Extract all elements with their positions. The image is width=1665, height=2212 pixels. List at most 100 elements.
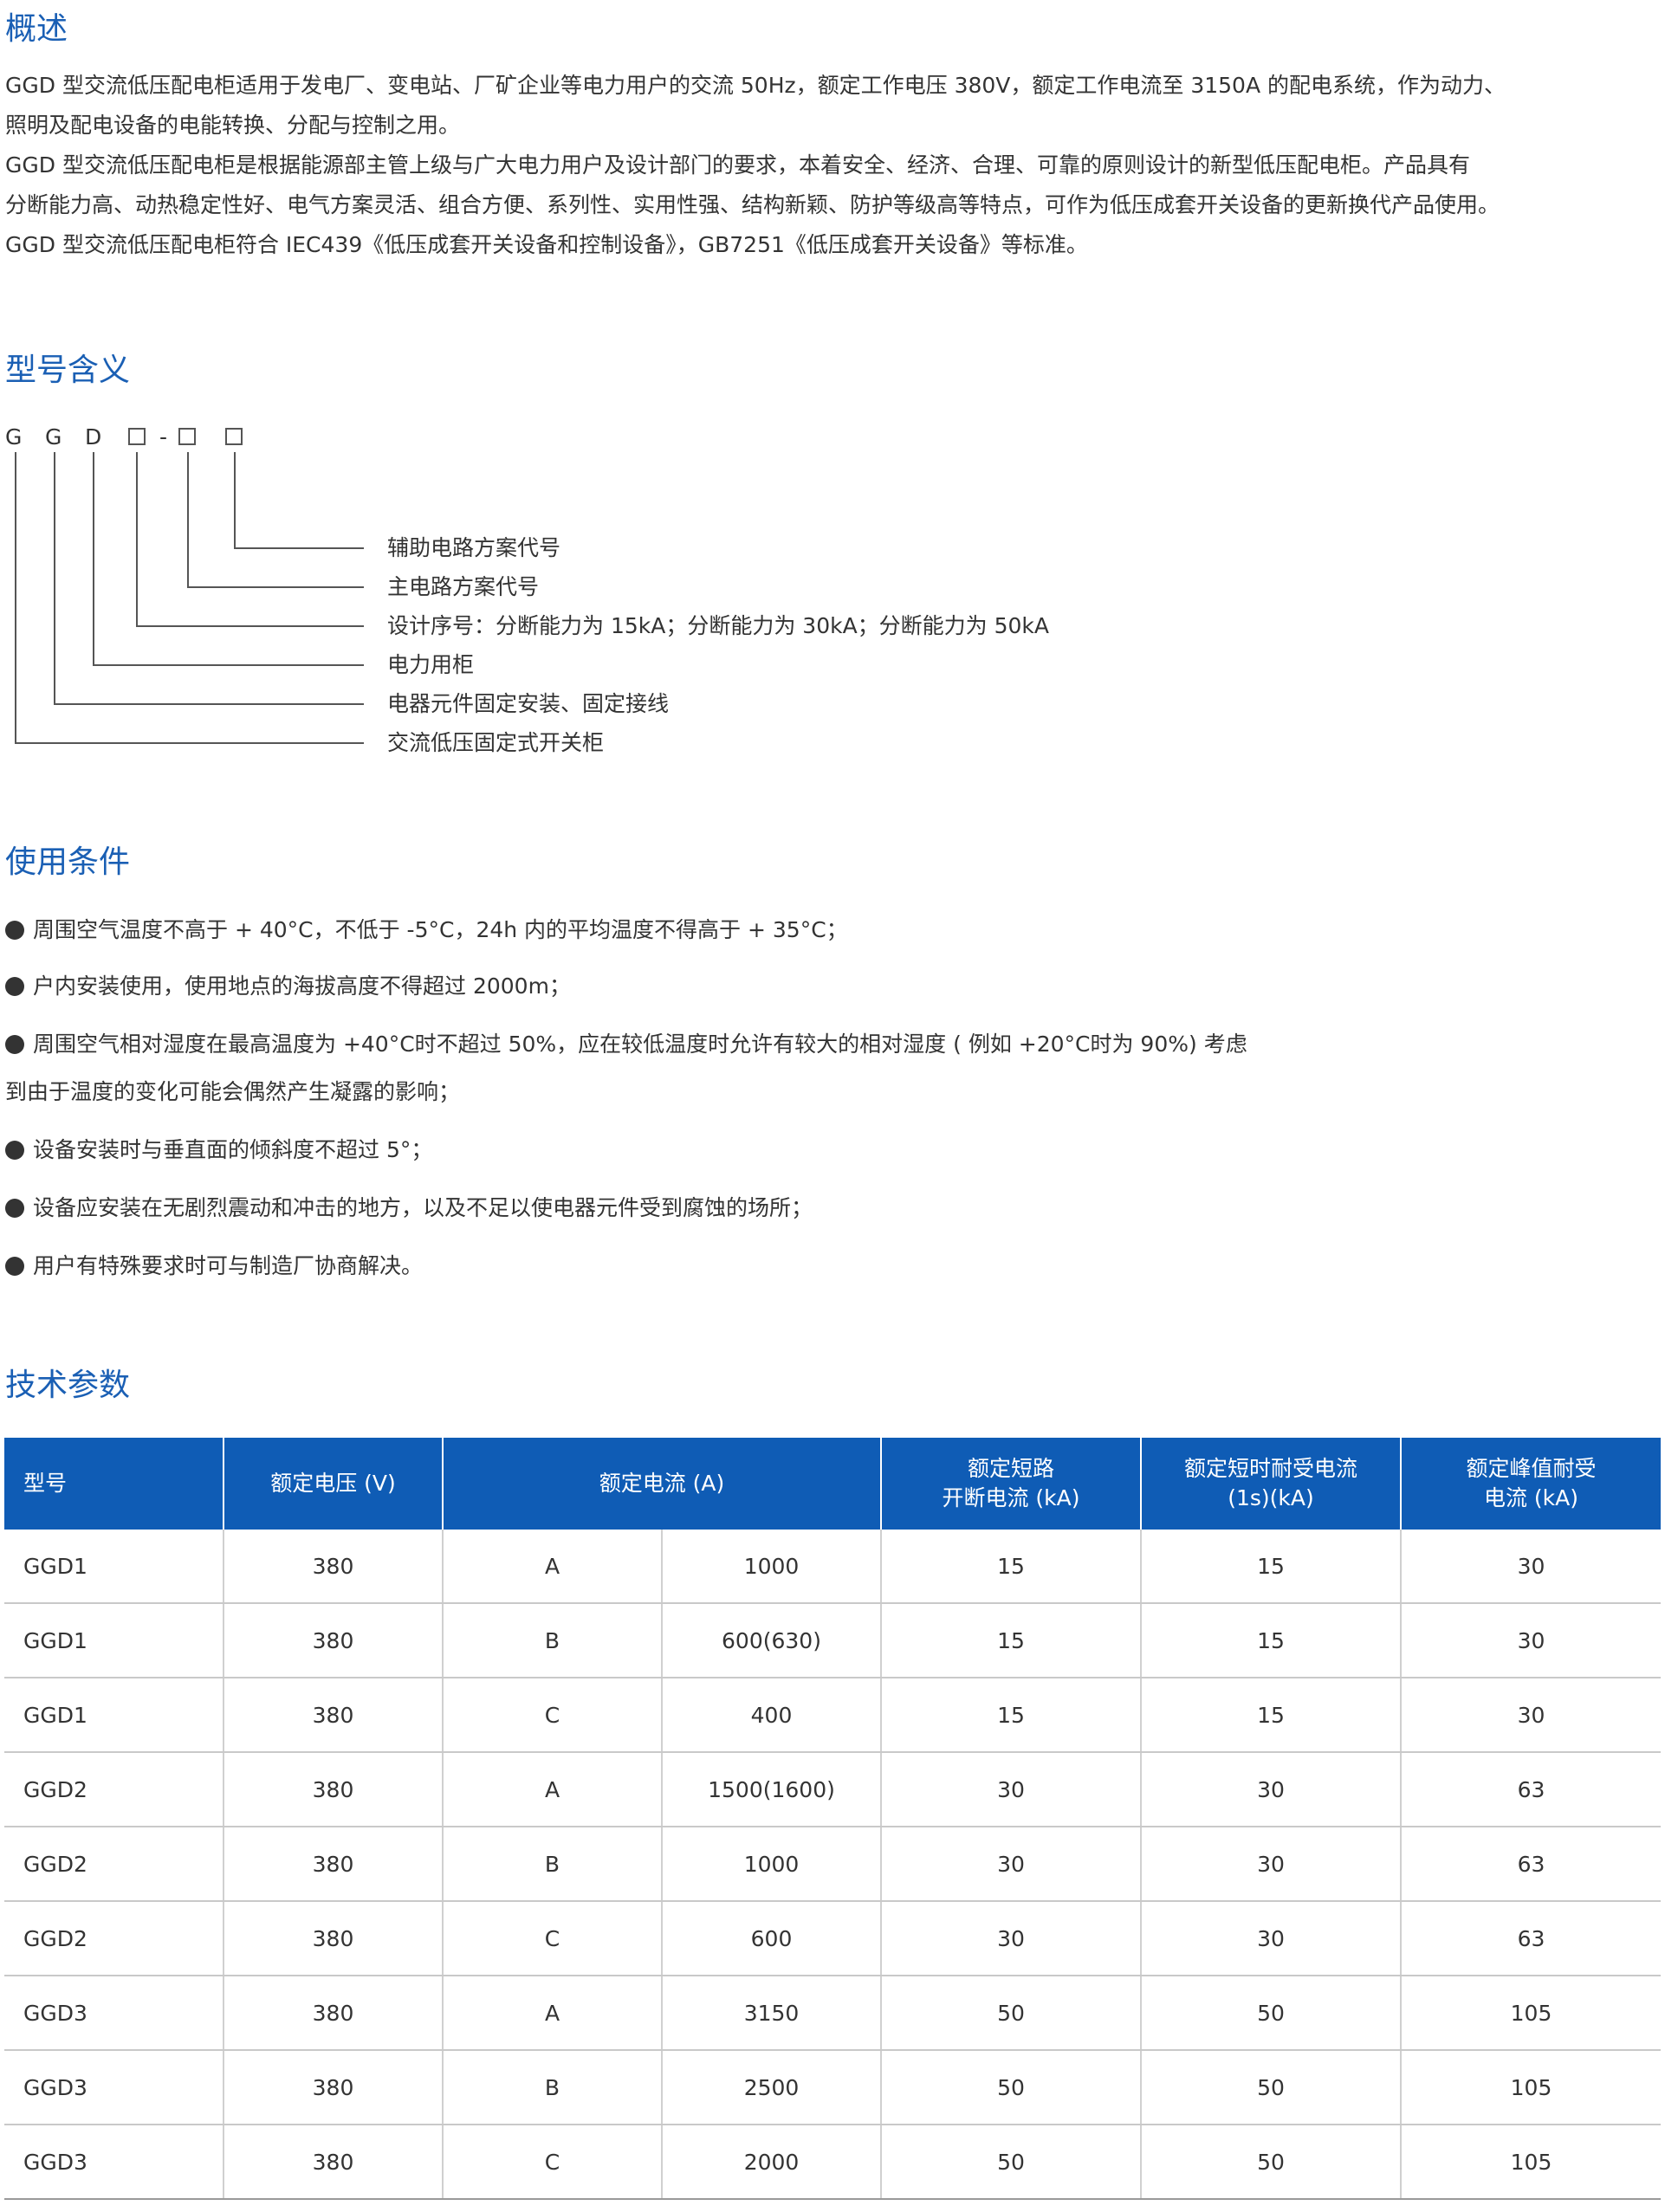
cell-peak: 63	[1400, 1901, 1661, 1976]
cell-current: 400	[661, 1678, 881, 1753]
cell-voltage: 380	[223, 1678, 443, 1753]
model-title: 型号含义	[5, 352, 131, 388]
model-label: 主电路方案代号	[387, 574, 540, 599]
cell-short-time: 15	[1140, 1530, 1401, 1604]
cell-breaking: 30	[880, 1901, 1141, 1976]
cell-breaking: 30	[880, 1827, 1141, 1902]
cell-model: GGD3	[4, 2050, 224, 2125]
cell-breaking: 50	[880, 1976, 1141, 2051]
condition-text: 周围空气相对湿度在最高温度为 +40°C时不超过 50%，应在较低温度时允许有较…	[33, 1032, 1247, 1057]
cell-short-time: 30	[1140, 1827, 1401, 1902]
cell-short-time: 50	[1140, 2125, 1401, 2200]
cell-model: GGD1	[4, 1678, 224, 1753]
overview-line: 照明及配电设备的电能转换、分配与控制之用。	[5, 113, 461, 138]
specs-title: 技术参数	[5, 1368, 131, 1403]
cell-current: 2500	[661, 2050, 881, 2125]
condition-text: 设备应安装在无剧烈震动和冲击的地方，以及不足以使电器元件受到腐蚀的场所；	[33, 1195, 813, 1220]
condition-text: 户内安装使用，使用地点的海拔高度不得超过 2000m；	[33, 973, 571, 999]
cell-peak: 105	[1400, 1976, 1661, 2051]
table-header-row: 型号 额定电压 (V) 额定电流 (A) 额定短路开断电流 (kA) 额定短时耐…	[4, 1438, 1661, 1530]
cell-breaking: 50	[880, 2125, 1141, 2200]
overview-title: 概述	[5, 11, 68, 47]
overview-line: 分断能力高、动热稳定性好、电气方案灵活、组合方便、系列性、实用性强、结构新颖、防…	[5, 192, 1500, 217]
cell-current: 600(630)	[661, 1603, 881, 1678]
cell-peak: 63	[1400, 1827, 1661, 1902]
cell-voltage: 380	[223, 2050, 443, 2125]
condition-text: 周围空气温度不高于 + 40°C，不低于 -5°C，24h 内的平均温度不得高于…	[33, 917, 848, 942]
code-box	[128, 428, 146, 445]
cell-short-time: 30	[1140, 1752, 1401, 1827]
bullet-icon	[5, 1141, 24, 1160]
cell-current-class: C	[442, 1678, 662, 1753]
cell-current: 1000	[661, 1530, 881, 1604]
diagram-line-5	[54, 452, 364, 705]
header-breaking: 额定短路开断电流 (kA)	[880, 1438, 1141, 1530]
model-diagram-lines	[15, 452, 364, 744]
cell-voltage: 380	[223, 1901, 443, 1976]
cell-breaking: 30	[880, 1752, 1141, 1827]
cell-peak: 30	[1400, 1603, 1661, 1678]
model-label: 电力用柜	[387, 652, 475, 677]
cell-breaking: 15	[880, 1678, 1141, 1753]
cell-short-time: 50	[1140, 1976, 1401, 2051]
overview-line: GGD 型交流低压配电柜适用于发电厂、变电站、厂矿企业等电力用户的交流 50Hz…	[5, 73, 1506, 98]
cell-model: GGD2	[4, 1901, 224, 1976]
overview-line: GGD 型交流低压配电柜符合 IEC439《低压成套开关设备和控制设备》，GB7…	[5, 232, 1088, 257]
code-char: D	[85, 424, 102, 450]
conditions-title: 使用条件	[5, 844, 131, 880]
bullet-icon	[5, 1199, 24, 1218]
cell-voltage: 380	[223, 1976, 443, 2051]
model-label: 辅助电路方案代号	[387, 535, 561, 560]
cell-model: GGD1	[4, 1603, 224, 1678]
cell-peak: 105	[1400, 2125, 1661, 2200]
cell-model: GGD1	[4, 1530, 224, 1604]
condition-text: 设备安装时与垂直面的倾斜度不超过 5°；	[33, 1137, 433, 1162]
condition-text: 用户有特殊要求时可与制造厂协商解决。	[33, 1253, 424, 1278]
condition-continuation: 到由于温度的变化可能会偶然产生凝露的影响；	[5, 1079, 461, 1104]
cell-current: 2000	[661, 2125, 881, 2200]
cell-current: 1000	[661, 1827, 881, 1902]
header-peak: 额定峰值耐受电流 (kA)	[1400, 1438, 1661, 1530]
cell-model: GGD3	[4, 2125, 224, 2200]
cell-current-class: A	[442, 1752, 662, 1827]
cell-breaking: 15	[880, 1603, 1141, 1678]
cell-peak: 30	[1400, 1678, 1661, 1753]
model-label: 设计序号：分断能力为 15kA；分断能力为 30kA；分断能力为 50kA	[387, 613, 1050, 638]
cell-short-time: 15	[1140, 1678, 1401, 1753]
cell-current-class: B	[442, 1827, 662, 1902]
cell-current-class: B	[442, 2050, 662, 2125]
header-voltage: 额定电压 (V)	[223, 1438, 443, 1530]
header-short-time: 额定短时耐受电流(1s)(kA)	[1140, 1438, 1401, 1530]
cell-peak: 105	[1400, 2050, 1661, 2125]
diagram-line-1	[234, 452, 364, 549]
cell-current: 3150	[661, 1976, 881, 2051]
bullet-icon	[5, 921, 24, 940]
diagram-line-6	[15, 452, 364, 744]
cell-current-class: C	[442, 2125, 662, 2200]
cell-model: GGD3	[4, 1976, 224, 2051]
overview-text: GGD 型交流低压配电柜适用于发电厂、变电站、厂矿企业等电力用户的交流 50Hz…	[5, 66, 1655, 265]
condition-item: 周围空气相对湿度在最高温度为 +40°C时不超过 50%，应在较低温度时允许有较…	[5, 1029, 1247, 1060]
diagram-line-3	[136, 452, 364, 627]
cell-breaking: 15	[880, 1530, 1141, 1604]
condition-item: 户内安装使用，使用地点的海拔高度不得超过 2000m；	[5, 971, 571, 1002]
overview-line: GGD 型交流低压配电柜是根据能源部主管上级与广大电力用户及设计部门的要求，本着…	[5, 152, 1470, 178]
condition-item: 用户有特殊要求时可与制造厂协商解决。	[5, 1251, 423, 1282]
cell-short-time: 15	[1140, 1603, 1401, 1678]
cell-current: 1500(1600)	[661, 1752, 881, 1827]
cell-short-time: 30	[1140, 1901, 1401, 1976]
cell-current-class: B	[442, 1603, 662, 1678]
bullet-icon	[5, 1257, 24, 1276]
bullet-icon	[5, 1035, 24, 1054]
code-char: -	[159, 424, 168, 450]
cell-peak: 63	[1400, 1752, 1661, 1827]
